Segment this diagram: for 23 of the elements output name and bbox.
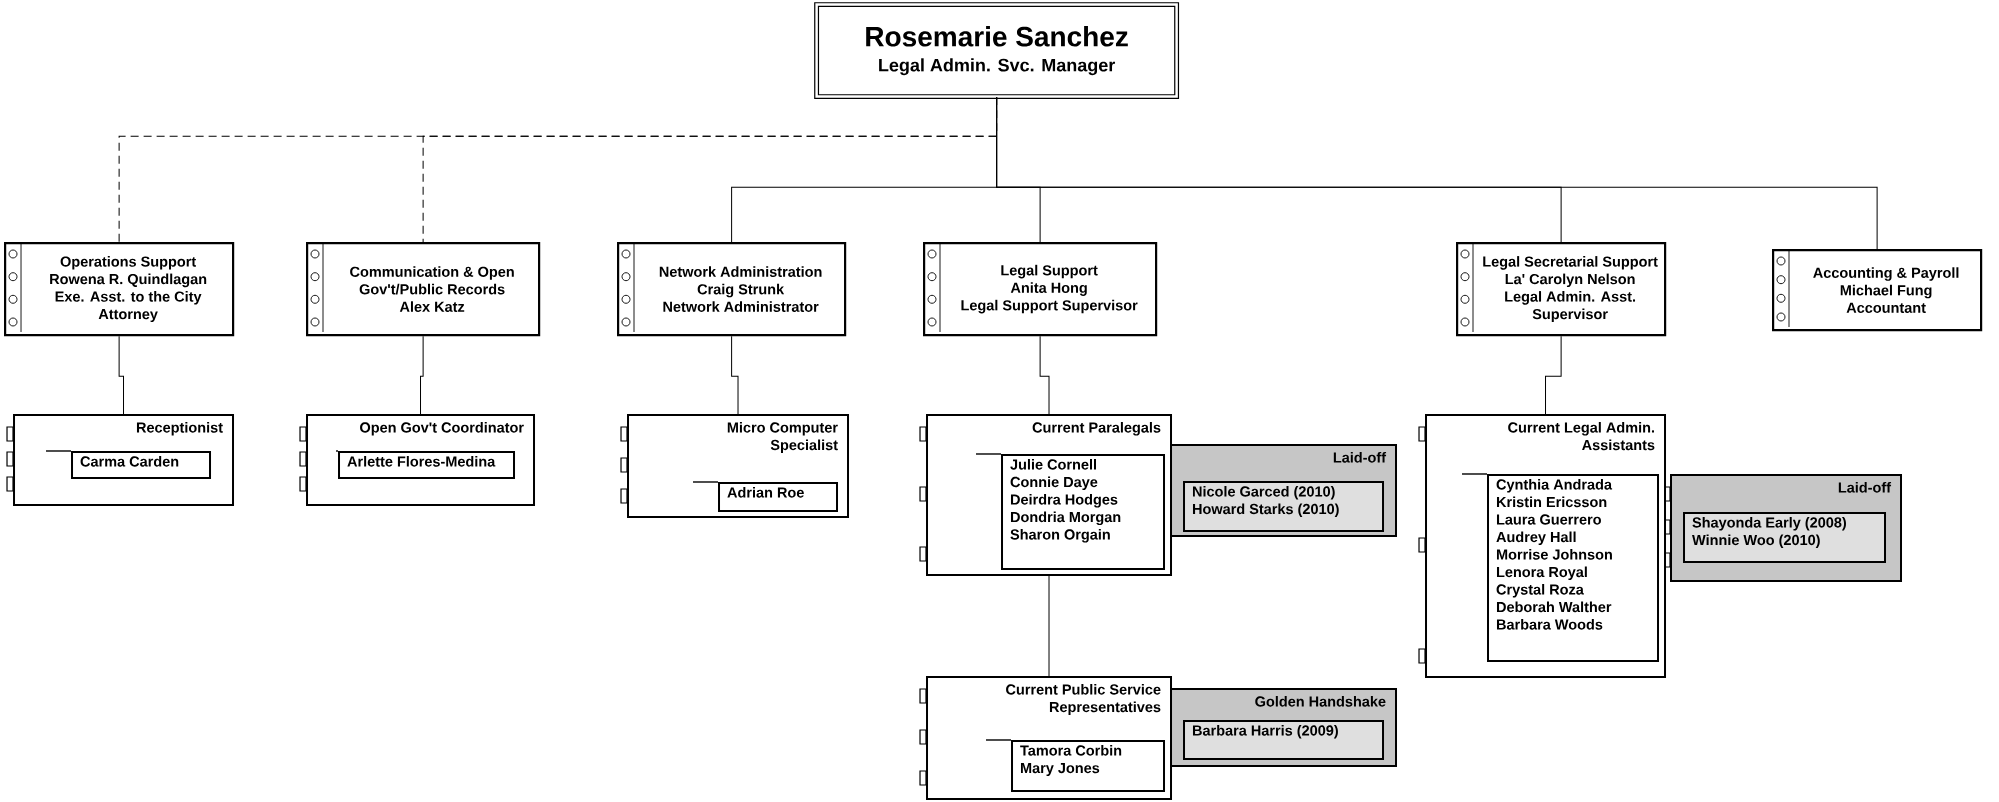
connector [1039, 335, 1050, 415]
connector [118, 335, 124, 415]
names-box: Tamora Corbin Mary Jones [1011, 740, 1165, 792]
names-box: Julie Cornell Connie Daye Deirdra Hodges Dondria Morgan Sharon Orgain [1001, 454, 1165, 570]
names-box: Cynthia Andrada Kristin Ericsson Laura Guerrero Audrey Hall Morrise Johnson Lenora Royal Crystal Roza Deborah Walther Barbara Woods [1487, 474, 1659, 662]
names-box: Nicole Garced (2010) Howard Starks (2010) [1183, 481, 1384, 532]
department-box: Legal Secretarial Support La' Carolyn Nelson Legal Admin. Asst. Supervisor [1456, 242, 1667, 337]
connector [1048, 575, 1050, 677]
names-box: Shayonda Early (2008) Winnie Woo (2010) [1683, 512, 1886, 563]
connector [420, 335, 424, 415]
connector [1545, 335, 1562, 415]
department-box: Legal Support Anita Hong Legal Support Supervisor [923, 242, 1158, 337]
department-box: Network Administration Craig Strunk Network Administrator [617, 242, 847, 337]
connector [731, 335, 739, 415]
names-box: Arlette Flores-Medina [338, 451, 515, 479]
department-box: Operations Support Rowena R. Quindlagan Exe. Asst. to the City Attorney [4, 242, 235, 337]
names-box: Barbara Harris (2009) [1183, 720, 1384, 760]
department-box: Accounting & Payroll Michael Fung Accountant [1772, 249, 1983, 332]
names-box: Carma Carden [71, 451, 211, 479]
connector [996, 96, 1878, 250]
names-box: Adrian Roe [718, 482, 838, 512]
department-box: Communication & Open Gov't/Public Records Alex Katz [306, 242, 541, 337]
manager-box: Rosemarie Sanchez Legal Admin. Svc. Manager [814, 2, 1180, 100]
